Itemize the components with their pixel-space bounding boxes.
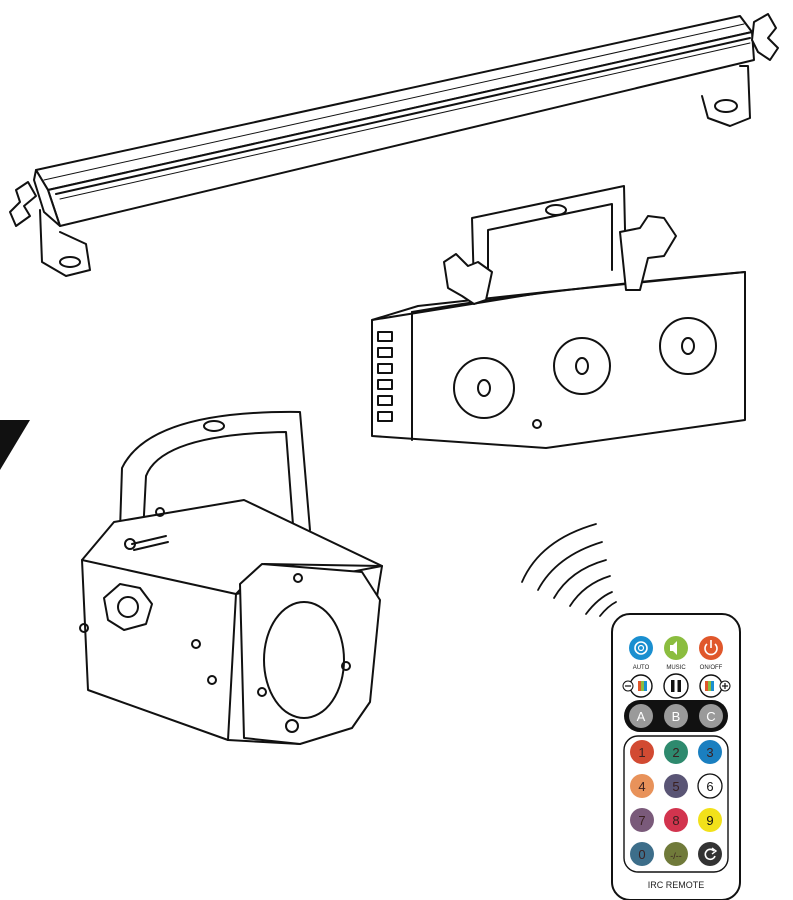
number-label: 1 [638,745,645,760]
number-label: 6 [706,779,713,794]
number-button[interactable]: 4 [630,774,654,798]
auto-button[interactable] [629,636,653,660]
number-button[interactable]: 1 [630,740,654,764]
auto-label: AUTO [633,665,650,671]
number-button[interactable]: -/-- [664,842,688,866]
number-button[interactable]: 2 [664,740,688,764]
button-c[interactable]: C [699,704,723,728]
abc-row: A B C [624,700,728,732]
number-label: 4 [638,779,645,794]
pause-button[interactable] [663,673,689,699]
plus-color-button[interactable] [699,674,731,698]
button-label: A [637,709,646,724]
remote-title: IRC REMOTE [648,880,705,890]
number-label: 7 [638,813,645,828]
number-button[interactable]: 3 [698,740,722,764]
minus-color-button[interactable] [622,674,653,698]
moonflower-fixture [79,410,383,745]
number-button[interactable]: 8 [664,808,688,832]
number-button[interactable]: 5 [664,774,688,798]
number-label: 0 [638,847,645,862]
number-button[interactable]: 0 [630,842,654,866]
number-label: 2 [672,745,679,760]
button-a[interactable]: A [629,704,653,728]
number-button[interactable]: 9 [698,808,722,832]
power-icon [704,643,718,656]
number-pad-frame [623,735,729,873]
number-label: 8 [672,813,679,828]
button-b[interactable]: B [664,704,688,728]
speaker-icon [670,641,677,655]
ir-signal-icon [521,523,617,617]
corner-marker [0,420,30,470]
number-label: 3 [706,745,713,760]
button-label: C [706,709,715,724]
number-label: 9 [706,813,713,828]
cycle-icon [704,848,716,861]
number-button[interactable]: 6 [697,773,723,799]
led-bar [9,13,779,277]
music-label: MUSIC [666,665,686,671]
number-pad: 1 2 3 4 5 6 7 8 9 0 -/-- [630,740,723,866]
onoff-label: ON/OFF [700,665,723,671]
number-label: -/-- [670,851,682,861]
auto-icon [634,641,648,655]
three-lens-fixture [371,185,746,449]
number-button[interactable] [698,842,722,866]
button-label: B [672,709,681,724]
remote-top-buttons: AUTO MUSIC ON/OFF [622,636,731,699]
number-label: 5 [672,779,679,794]
number-button[interactable]: 7 [630,808,654,832]
